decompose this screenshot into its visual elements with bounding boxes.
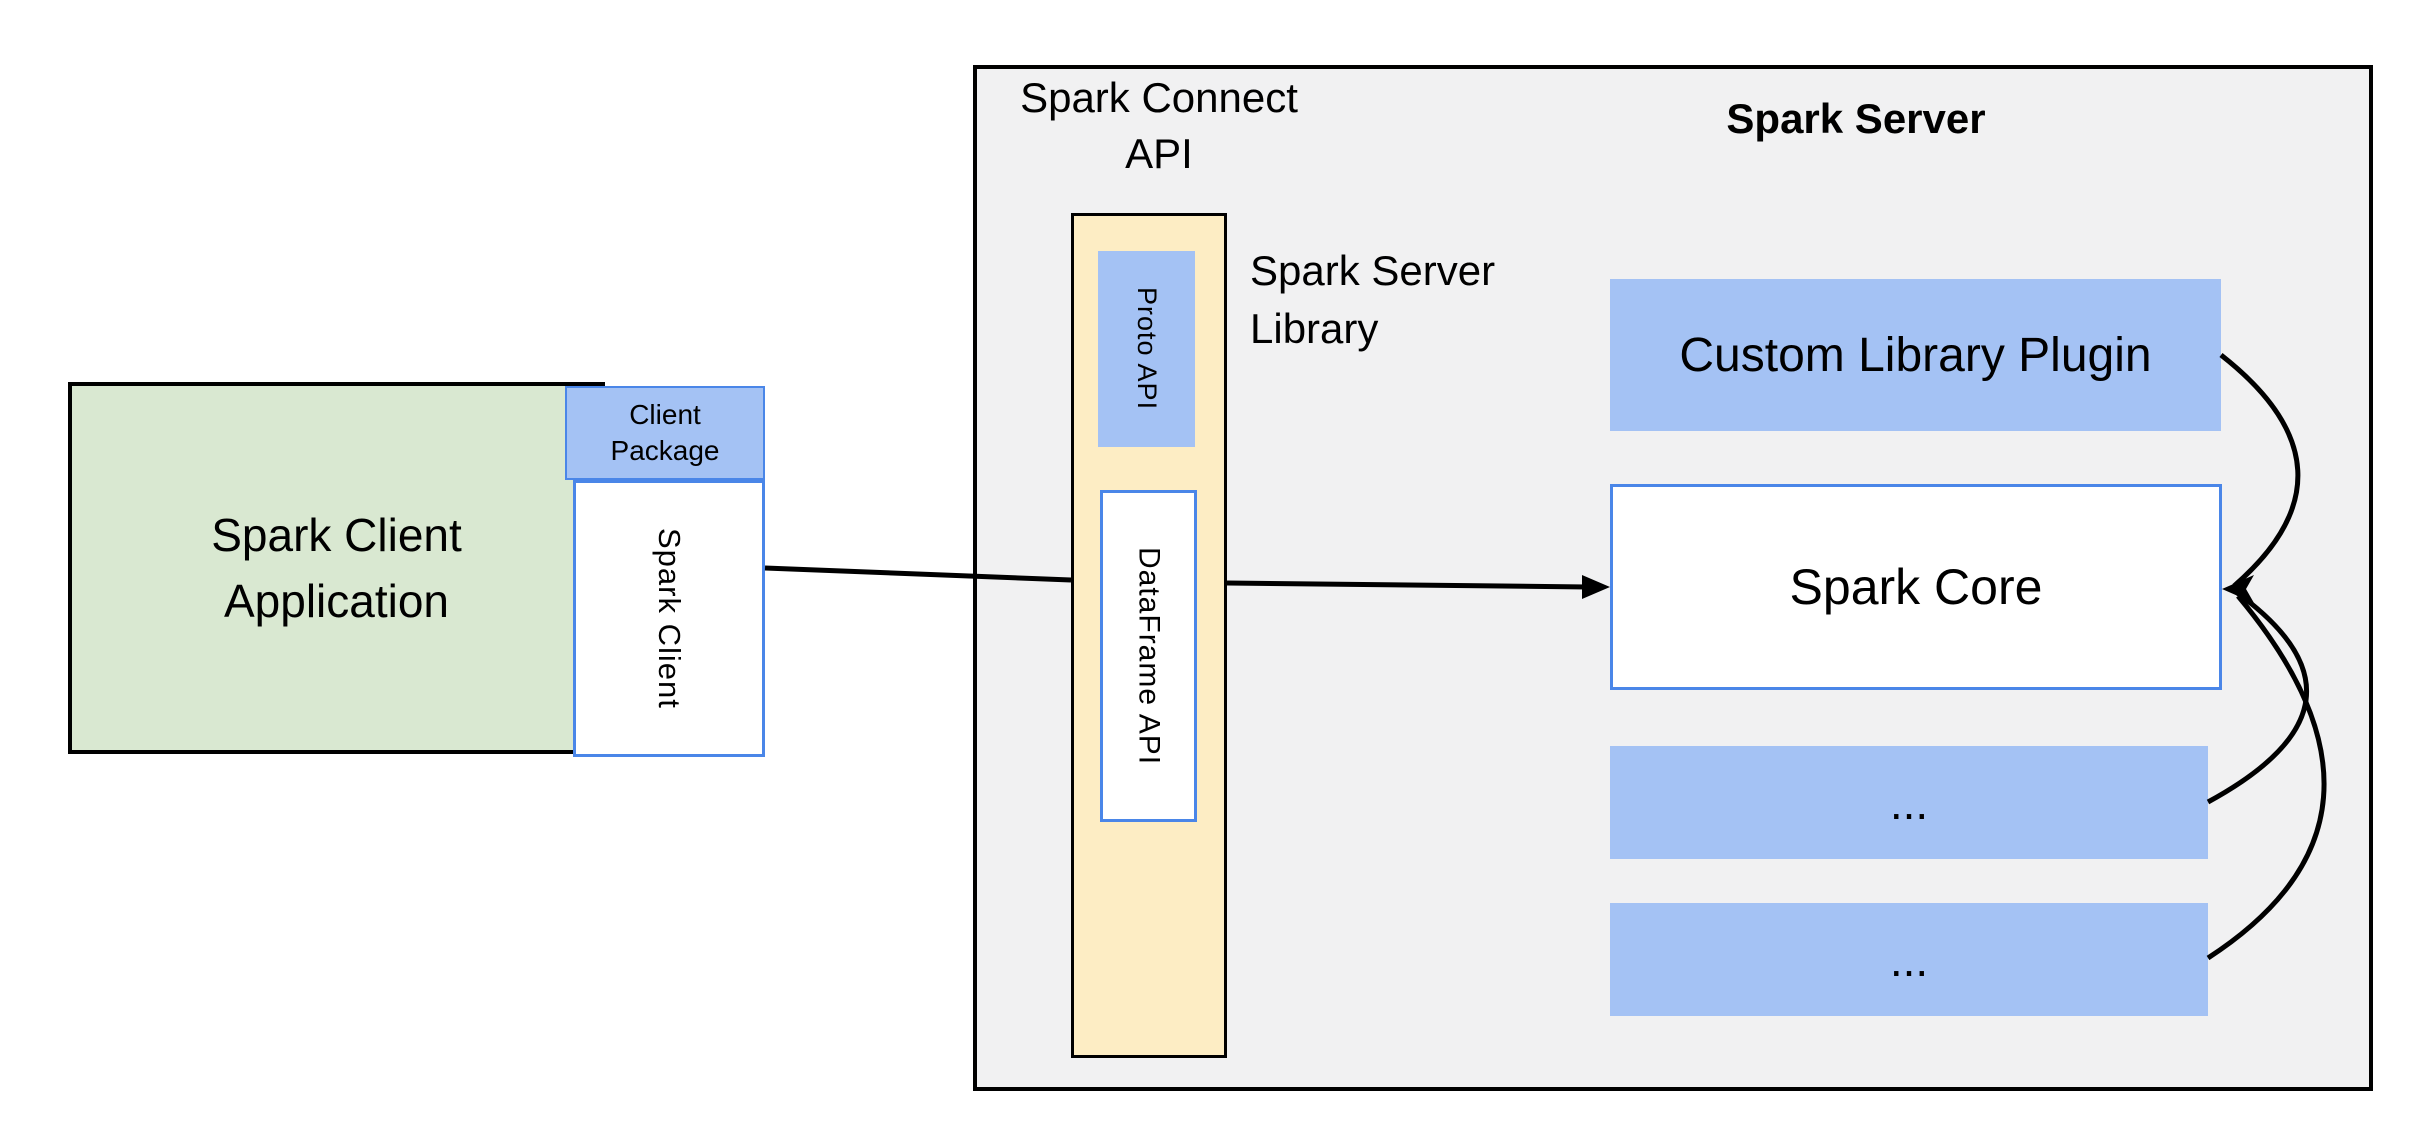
spark-core-box: Spark Core	[1610, 484, 2222, 690]
spark-client-application-box: Spark Client Application	[68, 382, 605, 754]
dataframe-api-box: DataFrame API	[1100, 490, 1197, 822]
client-package-label: Client Package	[610, 399, 720, 466]
spark-client-box: Spark Client	[573, 480, 765, 757]
plugin-slot-1-label: ...	[1889, 776, 1929, 829]
plugin-slot-2-label: ...	[1889, 933, 1929, 986]
spark-connect-api-label: Spark Connect API	[1020, 74, 1298, 177]
custom-library-plugin-label: Custom Library Plugin	[1679, 328, 2152, 382]
custom-library-plugin-box: Custom Library Plugin	[1610, 279, 2221, 431]
spark-client-label: Spark Client	[652, 528, 687, 709]
proto-api-label: Proto API	[1132, 287, 1162, 411]
spark-client-application-label: Spark Client Application	[211, 509, 462, 627]
spark-server-library-label: Spark Server Library	[1250, 247, 1496, 352]
client-package-box: Client Package	[565, 386, 765, 480]
spark-server-title: Spark Server	[1726, 95, 1986, 142]
plugin-slot-2-box: ...	[1610, 903, 2208, 1016]
spark-core-label: Spark Core	[1789, 559, 2043, 615]
dataframe-api-label: DataFrame API	[1132, 546, 1166, 766]
proto-api-box: Proto API	[1098, 251, 1195, 447]
plugin-slot-1-box: ...	[1610, 746, 2208, 859]
